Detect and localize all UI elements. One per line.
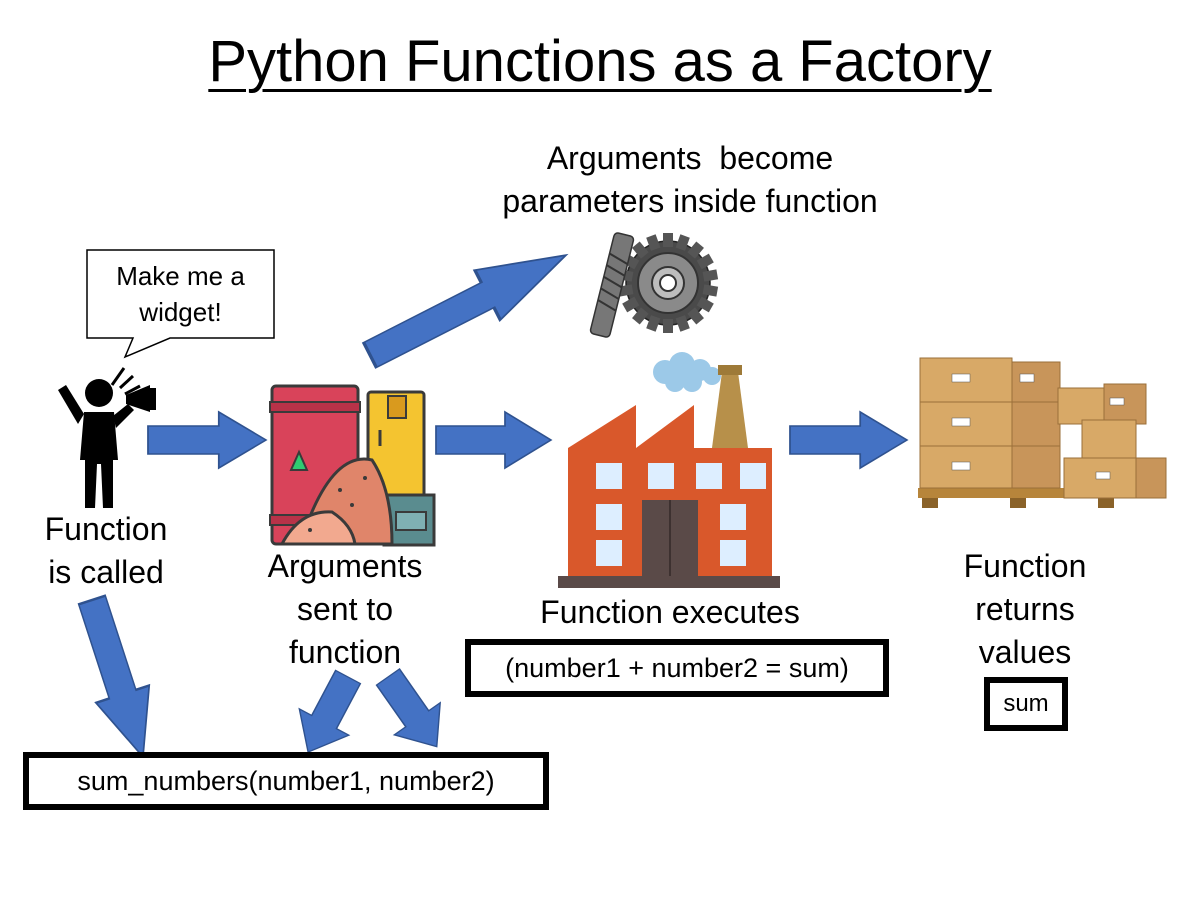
label-params-line-1: Arguments become [546,140,834,176]
label-args-line-3: function [288,634,402,670]
label-called-line-1: Function [44,511,168,547]
label-arguments-sent: Arguments sent to function [250,545,440,674]
label-function-called: Function is called [20,508,192,594]
label-returns-line-3: values [978,634,1072,670]
code-body-text: (number1 + number2 = sum) [505,652,849,683]
code-result-box: sum [984,677,1068,731]
label-function-returns: Function returns values [930,545,1120,674]
speech-line-1: Make me a [116,261,245,291]
code-result-text: sum [1003,690,1049,717]
code-body-box: (number1 + number2 = sum) [465,639,889,697]
label-function-executes: Function executes [540,594,800,630]
speech-line-2: widget! [139,297,222,327]
label-returns-line-2: returns [975,591,1075,627]
label-called-line-2: is called [48,554,164,590]
label-args-line-1: Arguments [267,548,423,584]
label-params-line-2: parameters inside function [502,183,878,219]
diagram-title: Python Functions as a Factory [208,29,992,94]
code-call-text: sum_numbers(number1, number2) [77,765,495,796]
label-args-line-2: sent to [296,591,394,627]
speech-bubble-text: Make me a widget! [87,258,274,330]
code-call-box: sum_numbers(number1, number2) [23,752,549,810]
label-returns-line-1: Function [963,548,1087,584]
label-params: Arguments become parameters inside funct… [440,137,940,223]
